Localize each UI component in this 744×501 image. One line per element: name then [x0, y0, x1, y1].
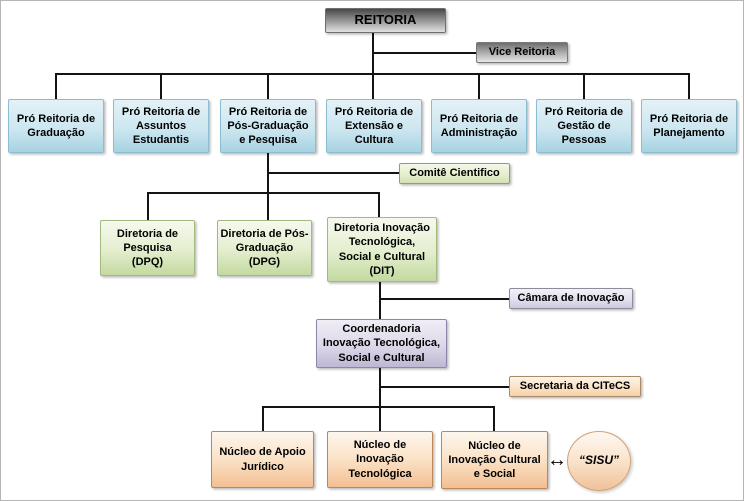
connector-drop-1: [55, 73, 57, 99]
connector-drop-5: [478, 73, 480, 99]
connector-comite: [268, 172, 399, 174]
connector-secretaria: [380, 386, 509, 388]
connector-drop-dpg: [267, 192, 269, 220]
connector-drop-n2: [379, 406, 381, 431]
connector-drop-dpq: [147, 192, 149, 220]
connector-drop-3: [267, 73, 269, 99]
node-sisu-circle: “SISU”: [567, 431, 631, 491]
node-comite-cientifico: Comitê Cientifico: [399, 163, 510, 184]
connector-drop-7: [688, 73, 690, 99]
connector-dit-vertical: [379, 282, 381, 319]
double-arrow-icon: ↔: [547, 449, 567, 471]
node-vice-reitoria: Vice Reitoria: [476, 42, 568, 63]
connector-drop-2: [160, 73, 162, 99]
node-diretoria-inovacao-dit: Diretoria Inovação Tecnológica, Social e…: [327, 217, 437, 282]
connector-row1-horizontal: [55, 73, 690, 75]
node-pro-reitoria-gestao-pessoas: Pró Reitoria de Gestão de Pessoas: [536, 99, 632, 153]
node-pro-reitoria-administracao: Pró Reitoria de Administração: [431, 99, 527, 153]
node-coordenadoria-citecs: Coordenadoria Inovação Tecnológica, Soci…: [316, 319, 447, 368]
node-diretoria-pesquisa-dpq: Diretoria de Pesquisa (DPQ): [100, 220, 195, 276]
node-pro-reitoria-assuntos-estudantis: Pró Reitoria de Assuntos Estudantis: [113, 99, 209, 153]
node-pro-reitoria-graduacao: Pró Reitoria de Graduação: [8, 99, 104, 153]
connector-drop-n1: [262, 406, 264, 431]
connector-vice: [373, 52, 476, 54]
connector-drop-n3: [493, 406, 495, 431]
connector-drop-6: [583, 73, 585, 99]
node-diretoria-pos-graduacao-dpg: Diretoria de Pós- Graduação (DPG): [217, 220, 312, 276]
node-pro-reitoria-planejamento: Pró Reitoria de Planejamento: [641, 99, 737, 153]
connector-row3-horizontal: [262, 406, 495, 408]
connector-root-vertical: [372, 33, 374, 99]
node-reitoria: REITORIA: [325, 8, 446, 33]
node-nucleo-inovacao-tecnologica: Núcleo de Inovação Tecnológica: [327, 431, 433, 488]
node-nucleo-apoio-juridico: Núcleo de Apoio Jurídico: [211, 431, 314, 488]
node-secretaria-citecs: Secretaria da CITeCS: [509, 376, 641, 397]
node-nucleo-inovacao-cultural-social: Núcleo de Inovação Cultural e Social: [441, 431, 548, 489]
connector-row2-horizontal: [147, 192, 380, 194]
node-pro-reitoria-extensao-cultura: Pró Reitoria de Extensão e Cultura: [326, 99, 422, 153]
node-camara-inovacao: Câmara de Inovação: [509, 288, 633, 309]
connector-camara: [380, 298, 509, 300]
node-pro-reitoria-pos-graduacao-pesquisa: Pró Reitoria de Pós-Graduação e Pesquisa: [220, 99, 316, 153]
connector-drop-dit: [378, 192, 380, 217]
